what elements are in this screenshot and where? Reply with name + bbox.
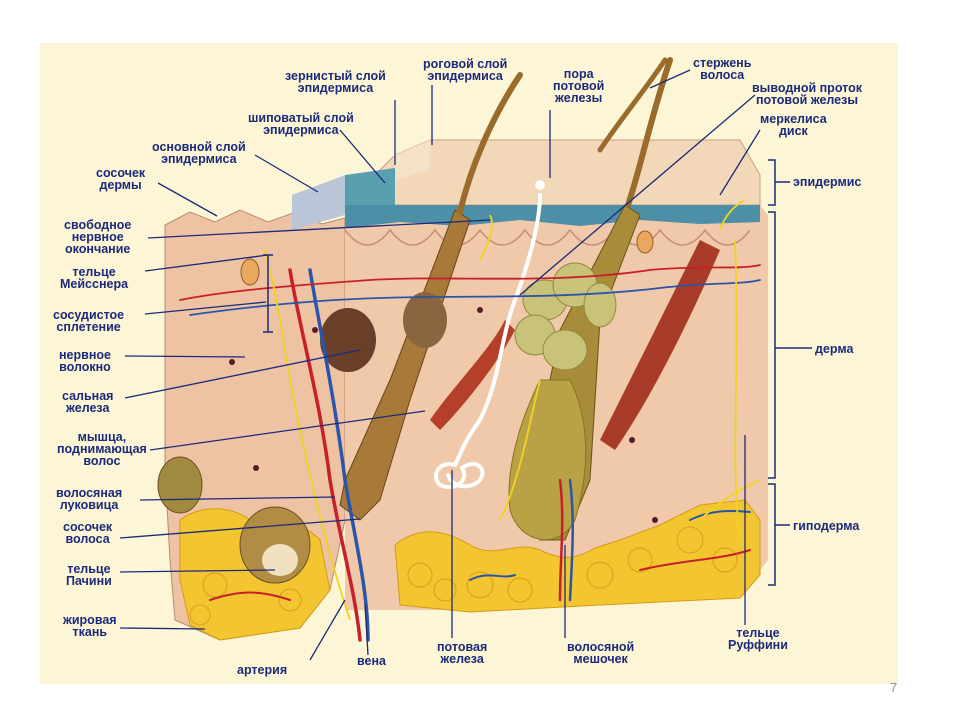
- label-nerve-fiber: нервное волокно: [59, 348, 111, 374]
- label-meissner-corpuscle: тельце Мейсснера: [60, 265, 129, 291]
- hair-follicles: [320, 57, 673, 541]
- stratum-spinosum: [292, 175, 345, 230]
- sweat-gland: [434, 180, 545, 489]
- meissner-corpuscle-2: [636, 230, 654, 254]
- label-artery: артерия: [237, 663, 288, 677]
- hair-follicle-left: [339, 209, 471, 521]
- label-arrector-muscle: мышца, поднимающая волос: [57, 430, 147, 468]
- meissner-corpuscle: [240, 258, 260, 286]
- hair-sac: [508, 379, 587, 541]
- sebaceous-gland-right: [514, 262, 617, 371]
- hair-shaft-right: [625, 57, 673, 208]
- adipose-tissue: [394, 499, 761, 613]
- label-sweat-gland: потовая железа: [437, 640, 488, 666]
- label-dermal-papilla: сосочек дермы: [96, 166, 146, 192]
- label-adipose-tissue: жировая ткань: [63, 613, 117, 639]
- stratum-granulosum: [345, 168, 395, 205]
- bracket-dermis: [768, 211, 812, 479]
- label-pacinian-corpuscle: тельце Пачини: [66, 562, 112, 588]
- bracket-epidermis: [768, 159, 790, 206]
- label-hair-papilla: сосочек волоса: [63, 520, 113, 546]
- label-dermis: дерма: [815, 342, 854, 356]
- label-sweat-pore: пора потовой железы: [553, 67, 605, 105]
- label-hair-follicle: волосяной мешочек: [567, 640, 635, 666]
- label-free-nerve-ending: свободное нервное окончание: [64, 218, 132, 256]
- muscle-right: [600, 240, 720, 450]
- label-hair-bulb: волосяная луковица: [56, 486, 123, 512]
- leader-lines: [119, 69, 761, 661]
- dermal-papillae: [344, 228, 751, 246]
- label-ruffini-corpuscle: тельце Руффини: [728, 626, 788, 652]
- pacinian-core: [262, 544, 298, 576]
- label-sweat-duct: выводной проток потовой железы: [752, 81, 862, 107]
- label-spinous-layer: шиповатый слой эпидермиса: [248, 111, 354, 137]
- label-vascular-plexus: сосудистое сплетение: [53, 308, 125, 334]
- layer-brackets: [263, 159, 812, 586]
- label-hypodermis: гиподерма: [793, 519, 860, 533]
- label-granular-layer: зернистый слой эпидермиса: [285, 69, 386, 95]
- vein-main: [308, 268, 370, 642]
- muscle-left: [430, 320, 515, 430]
- pacinian-corpuscle-2: [157, 456, 203, 514]
- label-sebaceous-gland: сальная железа: [62, 389, 114, 415]
- bracket-hypodermis: [768, 483, 790, 586]
- sebaceous-gland-left-2: [403, 292, 447, 348]
- label-vein: вена: [357, 654, 386, 668]
- label-hair-shaft: стержень волоса: [693, 56, 752, 82]
- artery-main: [288, 268, 362, 642]
- stratum-corneum: [395, 140, 430, 180]
- nerves: [264, 199, 761, 621]
- label-epidermis: эпидермис: [793, 175, 862, 189]
- label-basal-layer: основной слой эпидермиса: [152, 140, 246, 166]
- label-merkel-disc: меркелиса диск: [760, 112, 827, 138]
- page-number: 7: [890, 680, 898, 695]
- label-stratum-corneum: роговой слой эпидермиса: [423, 57, 508, 83]
- hair-shaft-right-2: [597, 57, 668, 153]
- fat-lobules: [189, 526, 738, 626]
- sebaceous-gland-left: [320, 308, 376, 372]
- hair-shaft-left: [457, 72, 523, 215]
- arrector-pili-muscles: [430, 240, 720, 450]
